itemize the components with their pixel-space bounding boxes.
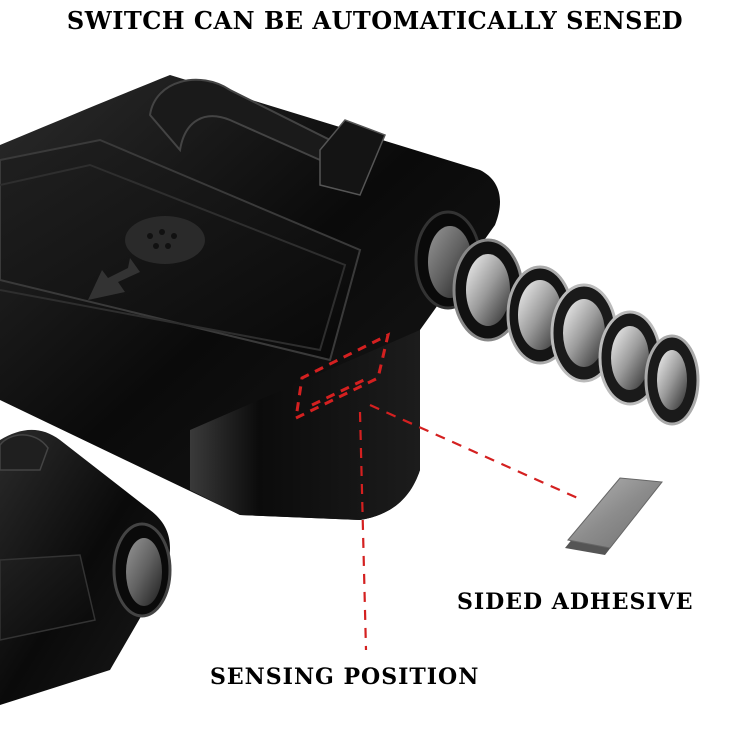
adhesive-pad — [565, 477, 663, 555]
headline: SWITCH CAN BE AUTOMATICALLY SENSED — [66, 6, 684, 35]
grille-dots — [147, 229, 177, 249]
sensing-position-label: SENSING POSITION — [210, 664, 480, 690]
lens-stack — [452, 238, 700, 426]
leader-lines — [358, 403, 583, 651]
second-projector-device — [0, 429, 172, 705]
sensing-marker — [294, 332, 391, 421]
projector-device — [0, 75, 500, 520]
sided-adhesive-label: SIDED ADHESIVE — [457, 589, 694, 615]
down-arrow-icon — [88, 258, 140, 300]
